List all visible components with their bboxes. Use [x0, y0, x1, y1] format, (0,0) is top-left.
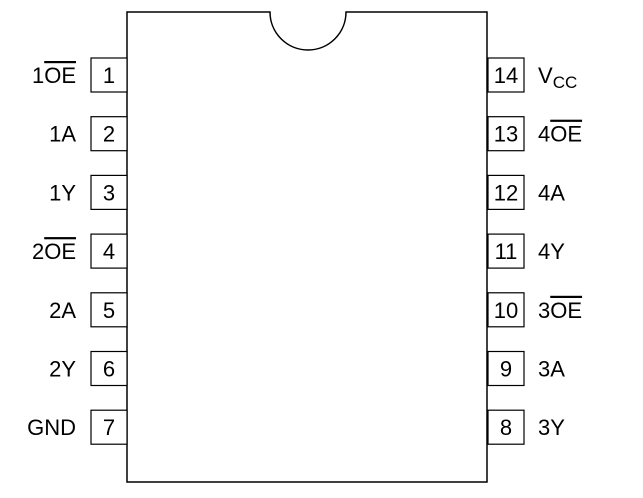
pin-label-part: V: [538, 63, 553, 88]
pin-label-part: CC: [553, 73, 578, 92]
pin-box: [487, 233, 525, 269]
pin-13: 13 4OE: [487, 116, 582, 152]
pin-label-part: GND: [27, 415, 76, 440]
pin-box: [90, 57, 128, 93]
pin-label-part: 4Y: [538, 239, 565, 264]
pin-label-part: 3A: [538, 357, 565, 382]
pin-number: 8: [500, 415, 512, 440]
pin-label-part: 3: [538, 298, 550, 323]
pin-label-part: OE: [44, 63, 76, 88]
pin-box: [90, 409, 128, 445]
pin-14: 14 VCC: [487, 57, 577, 93]
pin-box: [90, 292, 128, 328]
pin-label-gnd: GND: [27, 415, 76, 440]
pin-10: 10 3OE: [487, 292, 582, 328]
pin-number: 2: [103, 122, 115, 147]
pin-5: 5 2A: [49, 292, 128, 328]
pin-label-part: 3Y: [538, 415, 565, 440]
pin-number: 9: [500, 357, 512, 382]
pin-label-3y: 3Y: [538, 415, 565, 440]
pin-number: 1: [103, 63, 115, 88]
pin-label-part: 4A: [538, 180, 565, 205]
pin-label-vcc: VCC: [538, 63, 577, 92]
pin-label-part: 2Y: [49, 357, 76, 382]
pin-box: [487, 174, 525, 210]
pin-label-part: 4: [538, 122, 550, 147]
pin-label-1a: 1A: [49, 122, 76, 147]
ic-package-body: [126, 11, 488, 483]
pin-9: 9 3A: [487, 350, 565, 387]
pin-label-part: OE: [550, 298, 582, 323]
pin-label-part: 2: [32, 239, 44, 264]
pin-label-4a: 4A: [538, 180, 565, 205]
pin-label-part: 1: [32, 63, 44, 88]
pin-number: 14: [494, 63, 518, 88]
pin-number: 11: [495, 239, 518, 264]
pin-label-part: 2A: [49, 298, 76, 323]
pin-8: 8 3Y: [487, 409, 565, 445]
pin-number: 13: [494, 122, 518, 147]
pin-box: [487, 292, 525, 328]
pin-box: [90, 174, 128, 210]
pin-box: [487, 57, 525, 93]
pin-number: 4: [103, 239, 115, 264]
pin-label-part: OE: [44, 239, 76, 264]
pin-4: 4 2OE: [32, 233, 128, 269]
pin-box: [487, 409, 525, 445]
pin-12: 12 4A: [487, 174, 565, 210]
pin-11: 11 4Y: [487, 233, 565, 269]
pin-box: [487, 350, 525, 387]
pin-3: 3 1Y: [49, 174, 128, 210]
pin-label-3oe: 3OE: [538, 298, 582, 323]
pin-box: [90, 116, 128, 152]
pin-label-1y: 1Y: [49, 180, 76, 205]
pin-label-part: OE: [550, 122, 582, 147]
pin-label-3a: 3A: [538, 357, 565, 382]
pin-number: 5: [103, 298, 115, 323]
pin-7: 7 GND: [27, 409, 128, 445]
pin-6: 6 2Y: [49, 350, 128, 387]
pin-number: 7: [103, 415, 115, 440]
pin-number: 3: [103, 180, 115, 205]
pin-box: [90, 233, 128, 269]
pin-box: [487, 116, 525, 152]
pin-label-2y: 2Y: [49, 357, 76, 382]
pin-label-part: 1Y: [49, 180, 76, 205]
pin-label-4y: 4Y: [538, 239, 565, 264]
pin-label-part: 1A: [49, 122, 76, 147]
pin-number: 10: [494, 298, 518, 323]
pin-label-2oe: 2OE: [32, 239, 76, 264]
pin-2: 2 1A: [49, 116, 128, 152]
pin-label-2a: 2A: [49, 298, 76, 323]
pin-label-4oe: 4OE: [538, 122, 582, 147]
pin-label-1oe: 1OE: [32, 63, 76, 88]
pin-box: [90, 350, 128, 387]
pin-number: 6: [103, 357, 115, 382]
pin-number: 12: [494, 180, 518, 205]
